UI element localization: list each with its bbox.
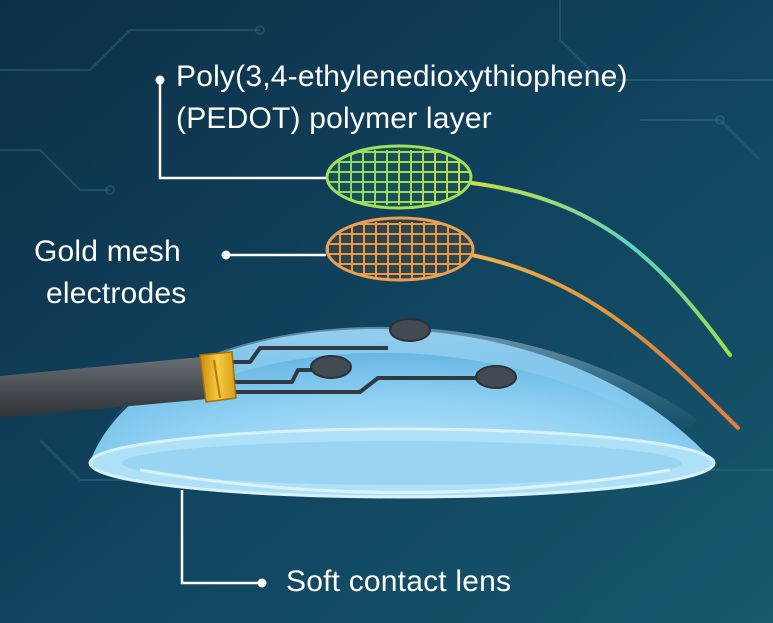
circuit-background-pattern — [0, 0, 773, 481]
pedot-label-line1: Poly(3,4-ethylenedioxythiophene) — [176, 60, 628, 93]
contact-lens-label: Soft contact lens — [286, 565, 512, 598]
leader-lines — [158, 80, 326, 585]
pedot-mesh-layer — [325, 144, 473, 210]
cable-connector — [0, 351, 237, 418]
pedot-label-line2: (PEDOT) polymer layer — [176, 102, 492, 135]
leader-dots — [155, 75, 267, 588]
gold-mesh-label-line2: electrodes — [46, 277, 187, 310]
lens-electrode-pads — [310, 318, 517, 389]
gold-mesh-label-line1: Gold mesh — [34, 235, 181, 268]
gold-wire — [470, 253, 740, 430]
pedot-wire — [470, 181, 732, 357]
lens-circuit-traces — [222, 346, 482, 394]
gold-mesh-electrodes — [325, 216, 475, 282]
